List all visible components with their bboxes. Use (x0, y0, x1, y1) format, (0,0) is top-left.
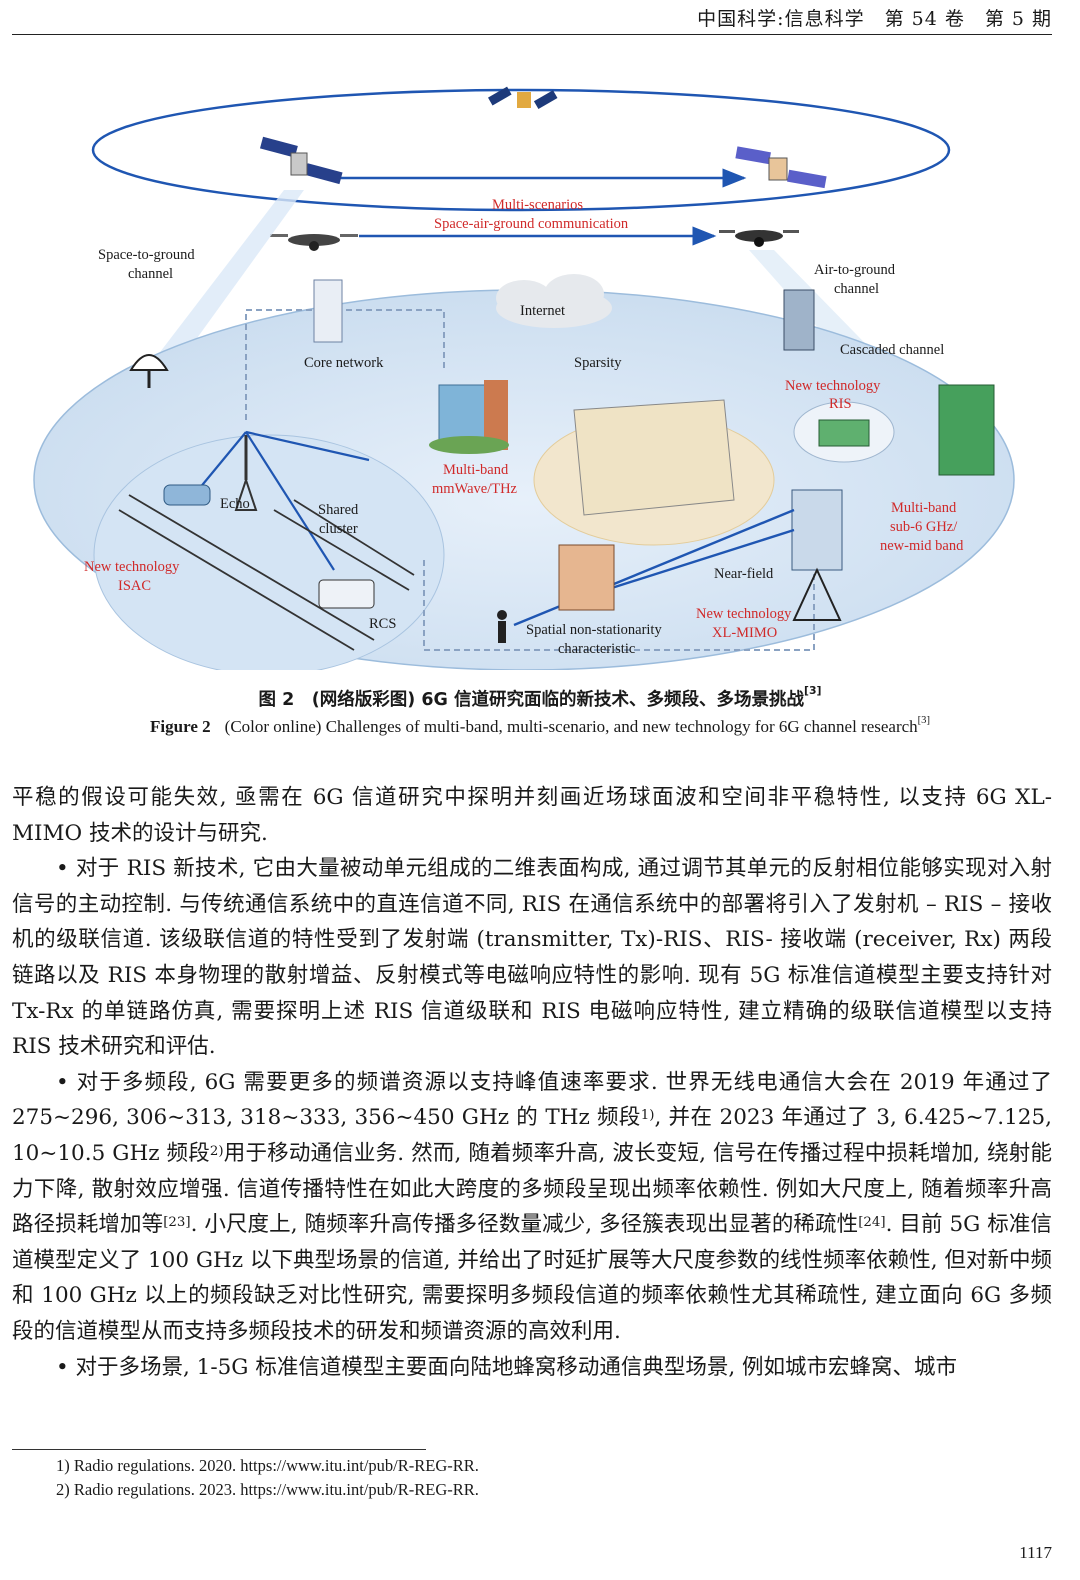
core-network-wiring (245, 309, 445, 420)
label-spatial-nonstationarity: Spatial non-stationarity (526, 622, 662, 638)
label-rcs: RCS (369, 616, 397, 632)
cell-tower-isac-icon (234, 435, 258, 511)
p3-part-c: 用于移动通信业务. 然而, 随着频率升高, 波长变短, 信号在传播过程中损耗增加… (12, 1140, 1052, 1238)
journal-title: 中国科学:信息科学 第 54 卷 第 5 期 (697, 8, 1052, 30)
caption-zh-ref: [3] (804, 684, 822, 698)
ris-panel-icon (818, 419, 870, 447)
label-space-to-ground: Space-to-ground (98, 247, 195, 263)
satellite-top-icon (488, 86, 558, 109)
label-new-tech-ris: New technology (785, 378, 881, 394)
satellite-left-icon (259, 136, 343, 185)
label-near-field: Near-field (714, 566, 774, 582)
bus-icon (318, 579, 375, 609)
person-icon (497, 610, 507, 643)
running-header: 中国科学:信息科学 第 54 卷 第 5 期 (12, 0, 1052, 35)
label-air-to-ground: Air-to-ground (814, 262, 896, 278)
satellite-right-icon (735, 146, 827, 189)
caption-en-ref: [3] (917, 715, 930, 727)
label-isac: ISAC (118, 578, 152, 594)
body-text: 平稳的假设可能失效, 亟需在 6G 信道研究中探明并刻画近场球面波和空间非平稳特… (12, 780, 1052, 1385)
footnote-marker-2: 2) (209, 1143, 224, 1159)
isac-link-line-2 (245, 431, 335, 571)
indoor-room-icon (573, 399, 735, 516)
label-internet: Internet (520, 303, 566, 319)
label-core-network: Core network (304, 355, 384, 371)
p3-part-b: , 并在 2023 年通过了 3, 6.425~7.125, 10~10.5 G… (12, 1105, 1052, 1166)
skyscraper-icon (783, 289, 815, 351)
figure-caption-en: Figure 2 (Color online) Challenges of mul… (0, 715, 1080, 737)
citation-23: [23] (163, 1215, 191, 1231)
footnote-divider (12, 1449, 426, 1450)
space-to-ground-beam (154, 190, 304, 370)
p3-part-e: . 目前 5G 标准信道模型定义了 100 GHz 以下典型场景的信道, 并给出… (12, 1212, 1052, 1344)
paragraph-multiband: • 对于多频段, 6G 需要更多的频谱资源以支持峰值速率要求. 世界无线电通信大… (12, 1065, 1052, 1350)
label-xl-mimo: XL-MIMO (712, 625, 778, 641)
label-multi-scenarios: Multi-scenarios (492, 197, 584, 213)
drone-left-icon (270, 234, 358, 251)
isac-sub-ellipse (93, 434, 445, 670)
label-space-to-ground-channel: channel (128, 266, 174, 282)
label-space-air-ground: Space-air-ground communication (434, 216, 629, 232)
green-building-icon (938, 384, 995, 476)
footnote-marker-1: 1) (640, 1108, 655, 1124)
caption-zh-text: 图 2 (网络版彩图) 6G 信道研究面临的新技术、多频段、多场景挑战 (258, 690, 805, 710)
label-characteristic: characteristic (558, 641, 636, 657)
label-echo: Echo (220, 496, 250, 512)
xl-mimo-tower-icon (791, 489, 843, 621)
label-ris: RIS (829, 396, 852, 412)
internet-cloud-icon (496, 274, 612, 328)
page-number: 1117 (1019, 1543, 1052, 1562)
label-cascaded-channel: Cascaded channel (840, 342, 945, 358)
footnote-2: 2) Radio regulations. 2023. https://www.… (56, 1480, 479, 1499)
label-sub6-ghz: sub-6 GHz/ (890, 519, 958, 535)
residential-building-icon (558, 544, 615, 611)
backhaul-wiring (423, 540, 815, 651)
label-new-mid-band: new-mid band (880, 538, 964, 554)
isac-link-line (245, 430, 370, 462)
label-multi-band-mmwave: Multi-band (443, 462, 509, 478)
label-mmwave-thz: mmWave/THz (432, 481, 517, 497)
core-network-server-icon (313, 279, 343, 343)
drone-right-icon (719, 230, 799, 247)
figure-6g-channel-challenges: Multi-scenarios Space-air-ground communi… (14, 40, 1054, 670)
figure-illustration (33, 86, 1015, 670)
satellite-orbit-ring (91, 88, 951, 212)
label-multi-band-sub6: Multi-band (891, 500, 957, 516)
car-icon (163, 484, 211, 506)
label-sparsity: Sparsity (574, 355, 622, 371)
p3-part-d: . 小尺度上, 随频率升高传播多径数量减少, 多径簇表现出显著的稀疏性 (190, 1212, 859, 1238)
road-icon (118, 494, 415, 651)
p3-part-a: • 对于多频段, 6G 需要更多的频谱资源以支持峰值速率要求. 世界无线电通信大… (12, 1069, 1052, 1131)
figure-caption-zh: 图 2 (网络版彩图) 6G 信道研究面临的新技术、多频段、多场景挑战[3] (0, 684, 1080, 711)
office-building-icon (429, 380, 509, 454)
caption-en-label: Figure 2 (150, 717, 211, 736)
label-air-to-ground-channel: channel (834, 281, 880, 297)
radar-dish-icon (129, 354, 169, 388)
label-shared: Shared (318, 502, 359, 518)
footnote-1: 1) Radio regulations. 2020. https://www.… (56, 1456, 479, 1475)
label-new-tech-xlmimo: New technology (696, 606, 792, 622)
label-cluster: cluster (319, 521, 358, 537)
citation-24: [24] (858, 1215, 886, 1231)
caption-en-text: (Color online) Challenges of multi-band,… (224, 717, 918, 736)
paragraph-1: 平稳的假设可能失效, 亟需在 6G 信道研究中探明并刻画近场球面波和空间非平稳特… (12, 785, 1052, 846)
paragraph-ris: • 对于 RIS 新技术, 它由大量被动单元组成的二维表面构成, 通过调节其单元… (12, 856, 1052, 1060)
label-new-tech-isac: New technology (84, 559, 180, 575)
paragraph-multiscenario: • 对于多场景, 1-5G 标准信道模型主要面向陆地蜂窝移动通信典型场景, 例如… (56, 1354, 957, 1380)
